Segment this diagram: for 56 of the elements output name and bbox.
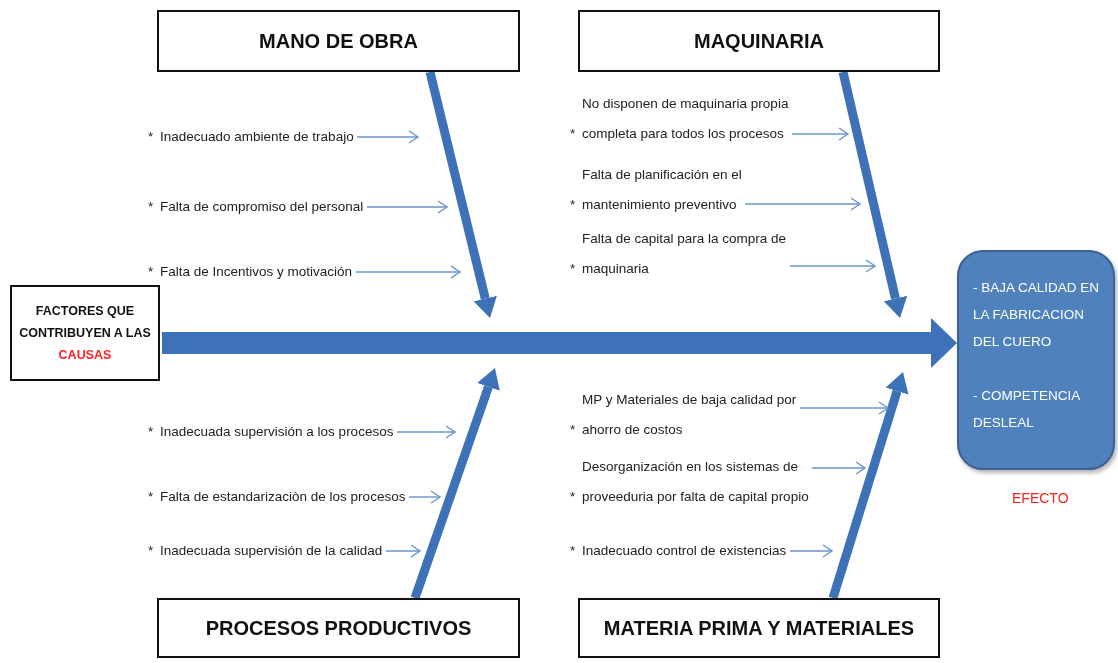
category-title: MANO DE OBRA <box>259 29 418 53</box>
bullet-mark: * <box>148 198 155 216</box>
arrow <box>396 425 456 439</box>
header-box <box>10 285 160 381</box>
bone-arrow <box>425 70 497 318</box>
cause-text: Falta de compromiso del personal <box>160 198 365 216</box>
arrow <box>385 544 421 558</box>
effect-text: - BAJA CALIDAD EN LA FABRICACION DEL CUERO <box>973 279 1101 351</box>
bullet-mark: * <box>570 196 577 214</box>
category-title: PROCESOS PRODUCTIVOS <box>205 616 472 640</box>
cause-text: No disponen de maquinaria propia completa para todos los procesos <box>582 95 790 143</box>
arrow <box>789 544 833 558</box>
cause-text: Inadecuada supervisión a los procesos <box>160 423 395 441</box>
effect-box <box>957 250 1115 470</box>
bone-arrow <box>838 71 908 318</box>
cause-text: Falta de Incentivos y motivación <box>160 263 354 281</box>
bone-arrow <box>410 368 500 600</box>
arrow <box>355 265 461 279</box>
category-box <box>578 10 940 72</box>
bullet-mark: * <box>148 423 155 441</box>
arrow <box>789 259 876 273</box>
category-box <box>578 598 940 658</box>
bone-arrow <box>828 372 909 600</box>
bullet-mark: * <box>570 542 577 560</box>
cause-text: Inadecuada supervisión de la calidad <box>160 542 384 560</box>
category-title: MAQUINARIA <box>694 29 824 53</box>
arrow <box>744 197 861 211</box>
cause-text: MP y Materiales de baja calidad por ahorro de costos <box>582 391 798 439</box>
category-title: MATERIA PRIMA Y MATERIALES <box>603 616 915 640</box>
arrow <box>366 200 448 214</box>
bullet-mark: * <box>148 542 155 560</box>
effect-caption: EFECTO <box>1012 490 1069 506</box>
arrow <box>799 401 889 415</box>
arrow <box>356 130 419 144</box>
highlight-text: CAUSAS <box>58 347 112 364</box>
category-box <box>157 10 520 72</box>
cause-text: Inadecuado ambiente de trabajo <box>160 128 355 146</box>
category-box <box>157 598 520 658</box>
arrow <box>811 461 866 475</box>
cause-text: Falta de capital para la compra de maquinaria <box>582 230 788 278</box>
cause-text: Falta de planificación en el mantenimiento preventivo <box>582 166 743 214</box>
bullet-mark: * <box>570 488 577 506</box>
bullet-mark: * <box>570 125 577 143</box>
cause-text: Desorganización en los sistemas de proveeduria por falta de capital propio <box>582 458 810 506</box>
cause-text: Falta de estandarizaciòn de los procesos <box>160 488 407 506</box>
arrow <box>791 127 849 141</box>
spine-arrow <box>162 318 957 368</box>
bullet-mark: * <box>148 263 155 281</box>
bullet-mark: * <box>148 128 155 146</box>
cause-text: Inadecuado control de existencias <box>582 542 788 560</box>
effect-text: - COMPETENCIA DESLEAL <box>973 387 1081 432</box>
header-text: FACTORES QUE CONTRIBUYEN A LAS <box>18 303 152 342</box>
bullet-mark: * <box>148 488 155 506</box>
bullet-mark: * <box>570 260 577 278</box>
arrow <box>408 490 441 504</box>
bullet-mark: * <box>570 421 577 439</box>
